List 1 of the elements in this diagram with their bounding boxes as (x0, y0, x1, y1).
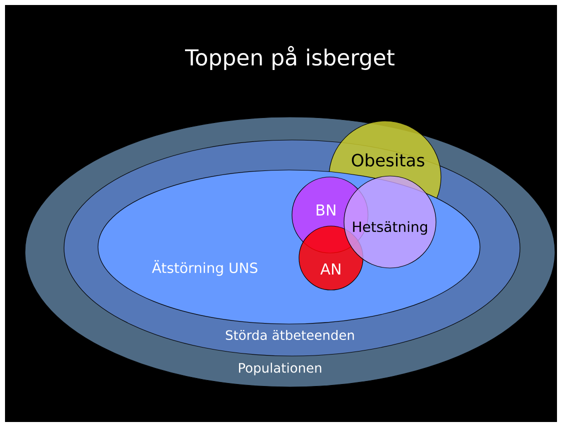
title: Toppen på isberget (185, 46, 394, 70)
